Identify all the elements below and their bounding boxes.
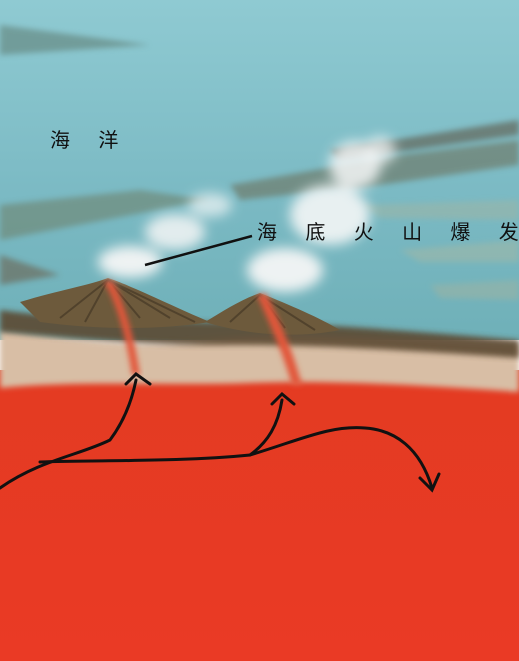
magma-vent-left xyxy=(104,280,140,375)
ocean-label: 海 洋 xyxy=(50,128,130,152)
flow-arrow-head-left xyxy=(124,372,152,386)
flow-arrow-main xyxy=(38,426,434,490)
flow-arrow-head-main xyxy=(418,472,441,493)
label-pointer-line xyxy=(144,234,253,267)
steam-plumes xyxy=(98,136,396,292)
flow-arrow-head-right xyxy=(270,391,296,406)
magma-flow-arrows xyxy=(0,372,441,493)
seabed-streaks xyxy=(0,25,519,300)
flow-arrow-to-right-vent xyxy=(248,398,284,457)
magma-layer xyxy=(0,370,519,661)
flow-arrow-to-left-vent xyxy=(0,378,138,490)
eruption-label: 海 底 火 山 爆 发 xyxy=(257,220,519,244)
magma-vent-right xyxy=(257,293,302,385)
